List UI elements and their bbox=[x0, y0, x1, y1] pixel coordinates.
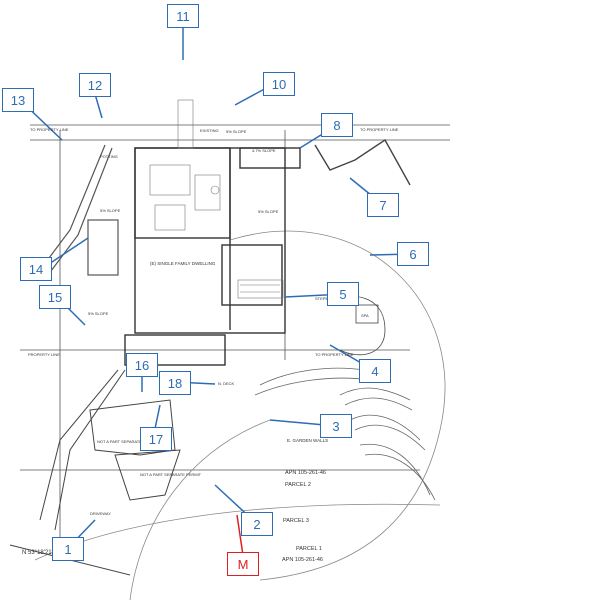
stepe-label: STEPE bbox=[315, 296, 328, 301]
callout-14: 14 bbox=[20, 257, 52, 281]
slope-label-2: 5% SLOPE bbox=[88, 311, 109, 316]
to-property-line-mid: TO PROPERTY LINE bbox=[315, 352, 354, 357]
callout-m: M bbox=[227, 552, 259, 576]
driveway-label: DRIVEWAY bbox=[90, 511, 111, 516]
callout-15: 15 bbox=[39, 285, 71, 309]
callout-7: 7 bbox=[367, 193, 399, 217]
spa-label: SPA bbox=[361, 313, 369, 318]
apn-top-label: APN 105-261-46 bbox=[285, 470, 326, 476]
callout-11: 11 bbox=[167, 4, 199, 28]
callout-4: 4 bbox=[359, 359, 391, 383]
potting-label: POTTING bbox=[100, 154, 118, 159]
site-wall bbox=[314, 138, 411, 186]
house-footprint bbox=[124, 147, 301, 366]
slope-label-4: 5% SLOPE bbox=[258, 209, 279, 214]
garden-walls bbox=[254, 367, 436, 501]
to-property-line-left: TO PROPERTY LINE bbox=[30, 127, 69, 132]
callout-2: 2 bbox=[241, 512, 273, 536]
callout-1: 1 bbox=[52, 537, 84, 561]
slope-label-3: 5% SLOPE bbox=[226, 129, 247, 134]
callout-10: 10 bbox=[263, 72, 295, 96]
parcel-2-label: PARCEL 2 bbox=[285, 482, 311, 488]
plan-text: (E) SINGLE FAMILY DWELLING TO PROPERTY L… bbox=[22, 127, 399, 563]
slope-label-5: 4.7% SLOPE bbox=[252, 148, 276, 153]
parcel-1-label: PARCEL 1 bbox=[296, 546, 322, 552]
garden-walls-label: E. GARDEN WALLS bbox=[287, 438, 328, 443]
callout-3: 3 bbox=[320, 414, 352, 438]
callout-17: 17 bbox=[140, 427, 172, 451]
deck-label: N. DECK bbox=[218, 381, 235, 386]
parcel-3-label: PARCEL 3 bbox=[283, 518, 309, 524]
apn-bottom-label: APN 105-261-46 bbox=[282, 557, 323, 563]
callout-8: 8 bbox=[321, 113, 353, 137]
interior-details bbox=[149, 99, 284, 299]
not-part-label-1: NOT A PART SEPARATE PERMIT bbox=[97, 439, 159, 444]
callout-6: 6 bbox=[397, 242, 429, 266]
not-part-label-2: NOT A PART SEPARATE PERMIT bbox=[140, 472, 202, 477]
potting-wall bbox=[39, 144, 119, 276]
callout-12: 12 bbox=[79, 73, 111, 97]
callout-18: 18 bbox=[159, 371, 191, 395]
to-property-line-right: TO PROPERTY LINE bbox=[360, 127, 399, 132]
dwelling-label: (E) SINGLE FAMILY DWELLING bbox=[150, 261, 216, 266]
bearing-label: N 53°18'21" bbox=[22, 550, 54, 556]
existing-label: EXISTING bbox=[200, 128, 219, 133]
slope-label-1: 5% SLOPE bbox=[100, 208, 121, 213]
property-line-left: PROPERTY LINE bbox=[28, 352, 60, 357]
callout-13: 13 bbox=[2, 88, 34, 112]
callout-5: 5 bbox=[327, 282, 359, 306]
callout-16: 16 bbox=[126, 353, 158, 377]
